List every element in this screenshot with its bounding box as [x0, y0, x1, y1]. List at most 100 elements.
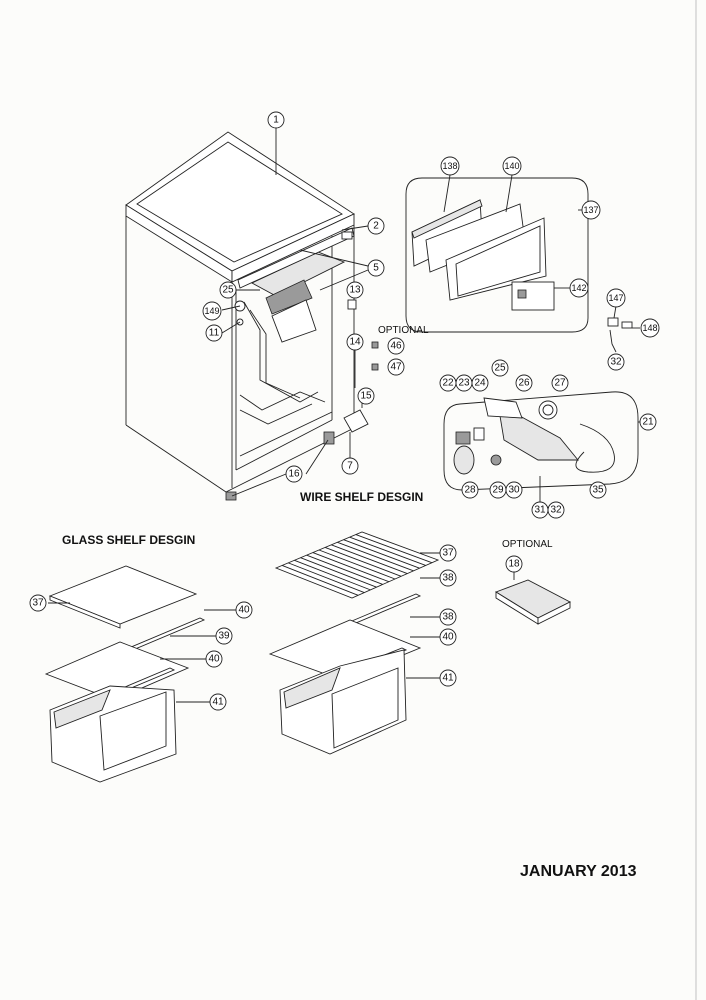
svg-text:147: 147	[608, 293, 623, 303]
callout-138: 138	[440, 156, 460, 176]
svg-text:140: 140	[504, 161, 519, 171]
svg-text:142: 142	[571, 283, 586, 293]
svg-text:26: 26	[518, 378, 530, 389]
callout-40-glass-top: 40	[235, 601, 253, 619]
svg-text:149: 149	[204, 306, 219, 316]
callout-140: 140	[502, 156, 522, 176]
callout-22: 22	[439, 374, 457, 392]
wire-shelf-rod	[300, 557, 377, 588]
callout-31: 31	[531, 501, 549, 519]
svg-text:32: 32	[610, 357, 622, 368]
callout-46: 46	[387, 337, 405, 355]
callout-147: 147	[606, 288, 626, 308]
control-box-drawing	[443, 391, 639, 496]
wire-shelf-rod	[343, 539, 420, 569]
callout-5: 5	[367, 259, 385, 277]
callout-41-glass: 41	[209, 693, 227, 711]
glass-shelf-drawing	[44, 565, 206, 783]
callout-25: 25	[219, 281, 237, 299]
svg-text:25: 25	[222, 285, 234, 296]
svg-text:137: 137	[583, 205, 598, 215]
svg-text:41: 41	[212, 697, 224, 708]
callout-40-wire: 40	[439, 628, 457, 646]
callout-28: 28	[461, 481, 479, 499]
revision-date: JANUARY 2013	[520, 863, 637, 880]
wire-shelf-rod	[349, 536, 426, 566]
svg-text:30: 30	[508, 485, 520, 496]
svg-text:1: 1	[273, 115, 279, 126]
callout-38-wire-top: 38	[439, 569, 457, 587]
callout-15: 15	[357, 387, 375, 405]
svg-text:40: 40	[442, 632, 454, 643]
cabinet-drawing	[125, 131, 379, 501]
svg-text:35: 35	[592, 485, 604, 496]
callout-149: 149	[202, 301, 222, 321]
svg-text:2: 2	[373, 221, 379, 232]
svg-text:46: 46	[390, 341, 402, 352]
callout-18: 18	[505, 555, 523, 573]
callout-24: 24	[471, 374, 489, 392]
svg-text:138: 138	[442, 161, 457, 171]
svg-text:22: 22	[442, 378, 454, 389]
svg-text:25: 25	[494, 363, 506, 374]
callout-25-control: 25	[491, 359, 509, 377]
callout-11: 11	[205, 324, 223, 342]
svg-text:14: 14	[349, 337, 361, 348]
svg-text:15: 15	[360, 391, 372, 402]
callout-38-wire-bottom: 38	[439, 608, 457, 626]
svg-text:16: 16	[288, 469, 300, 480]
callout-41-wire: 41	[439, 669, 457, 687]
callout-30: 30	[505, 481, 523, 499]
ice-tray-drawing	[494, 579, 571, 625]
callout-35: 35	[589, 481, 607, 499]
callout-26: 26	[515, 374, 533, 392]
svg-text:11: 11	[209, 328, 220, 339]
freezer-door-drawing	[405, 177, 589, 333]
svg-text:21: 21	[642, 417, 654, 428]
svg-text:31: 31	[534, 505, 546, 516]
wire-shelf-rod	[312, 552, 390, 583]
callout-16: 16	[285, 465, 303, 483]
svg-text:39: 39	[218, 631, 230, 642]
wire-shelf-rod	[337, 541, 414, 572]
svg-text:13: 13	[349, 285, 361, 296]
callout-32-bottom: 32	[547, 501, 565, 519]
callout-47: 47	[387, 358, 405, 376]
svg-text:37: 37	[32, 598, 44, 609]
wire-shelf-rod	[324, 547, 402, 577]
wire-shelf-rod	[288, 562, 365, 593]
callout-14: 14	[346, 333, 364, 351]
svg-text:47: 47	[390, 362, 402, 373]
wire-shelf-rod	[294, 559, 371, 591]
wire-shelf-rod	[331, 544, 408, 574]
wire-shelf-rod	[281, 565, 359, 596]
switch-drawing	[607, 317, 633, 353]
svg-text:32: 32	[550, 505, 562, 516]
callout-27: 27	[551, 374, 569, 392]
callout-circles: 1 2 5 25 149 11 13 14 15 7 16 46 47 138 …	[29, 111, 660, 711]
callout-148: 148	[640, 318, 660, 338]
svg-text:5: 5	[373, 263, 379, 274]
wire-shelf-heading: WIRE SHELF DESGIN	[300, 490, 423, 504]
callout-13: 13	[346, 281, 364, 299]
callout-137: 137	[581, 200, 601, 220]
svg-text:29: 29	[492, 485, 504, 496]
callout-37-wire: 37	[439, 544, 457, 562]
wire-shelf-rod	[355, 534, 433, 564]
callout-2: 2	[367, 217, 385, 235]
optional-label-top: OPTIONAL	[378, 325, 429, 336]
svg-text:41: 41	[442, 673, 454, 684]
svg-text:24: 24	[474, 378, 486, 389]
callout-142: 142	[569, 278, 589, 298]
callout-23: 23	[455, 374, 473, 392]
svg-text:23: 23	[458, 378, 470, 389]
svg-text:27: 27	[554, 378, 566, 389]
wire-shelf-rod	[318, 549, 396, 580]
glass-shelf-heading: GLASS SHELF DESGIN	[62, 533, 195, 547]
svg-text:38: 38	[442, 612, 454, 623]
callout-29: 29	[489, 481, 507, 499]
callout-7: 7	[341, 457, 359, 475]
svg-text:40: 40	[238, 605, 250, 616]
